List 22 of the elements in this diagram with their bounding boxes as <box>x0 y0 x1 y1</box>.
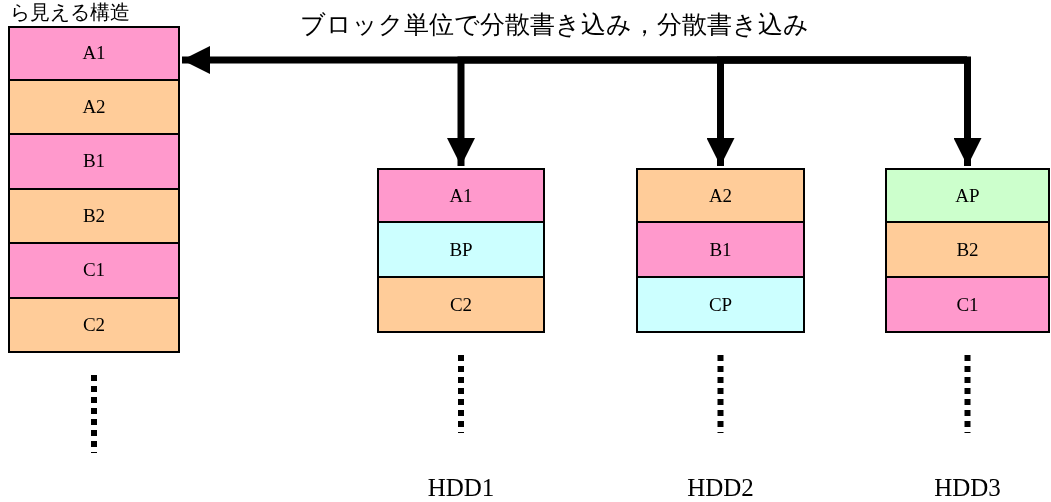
caption-text: ブロック単位で分散書き込み，分散書き込み <box>300 10 809 40</box>
arrow <box>706 56 967 166</box>
block-cell: C2 <box>8 296 180 353</box>
arrow <box>953 56 982 166</box>
block-cell: AP <box>885 168 1050 223</box>
block-cell: C1 <box>8 242 180 299</box>
block-cell: A2 <box>636 168 805 223</box>
block-cell: BP <box>377 221 545 278</box>
block-cell: B2 <box>885 221 1050 278</box>
block-cell: A1 <box>377 168 545 223</box>
block-cell: CP <box>636 276 805 333</box>
column-heading: HDD2 <box>686 474 755 502</box>
block-cell: B2 <box>8 187 180 244</box>
block-cell: B1 <box>636 221 805 278</box>
column-heading: ら見える構造 <box>10 0 130 24</box>
column-heading: HDD3 <box>933 474 1002 502</box>
column-heading: HDD1 <box>426 474 496 502</box>
block-cell: C2 <box>377 276 545 333</box>
block-cell: B1 <box>8 133 180 190</box>
block-cell: C1 <box>885 276 1050 333</box>
block-cell: A1 <box>8 26 180 81</box>
block-cell: A2 <box>8 78 180 135</box>
